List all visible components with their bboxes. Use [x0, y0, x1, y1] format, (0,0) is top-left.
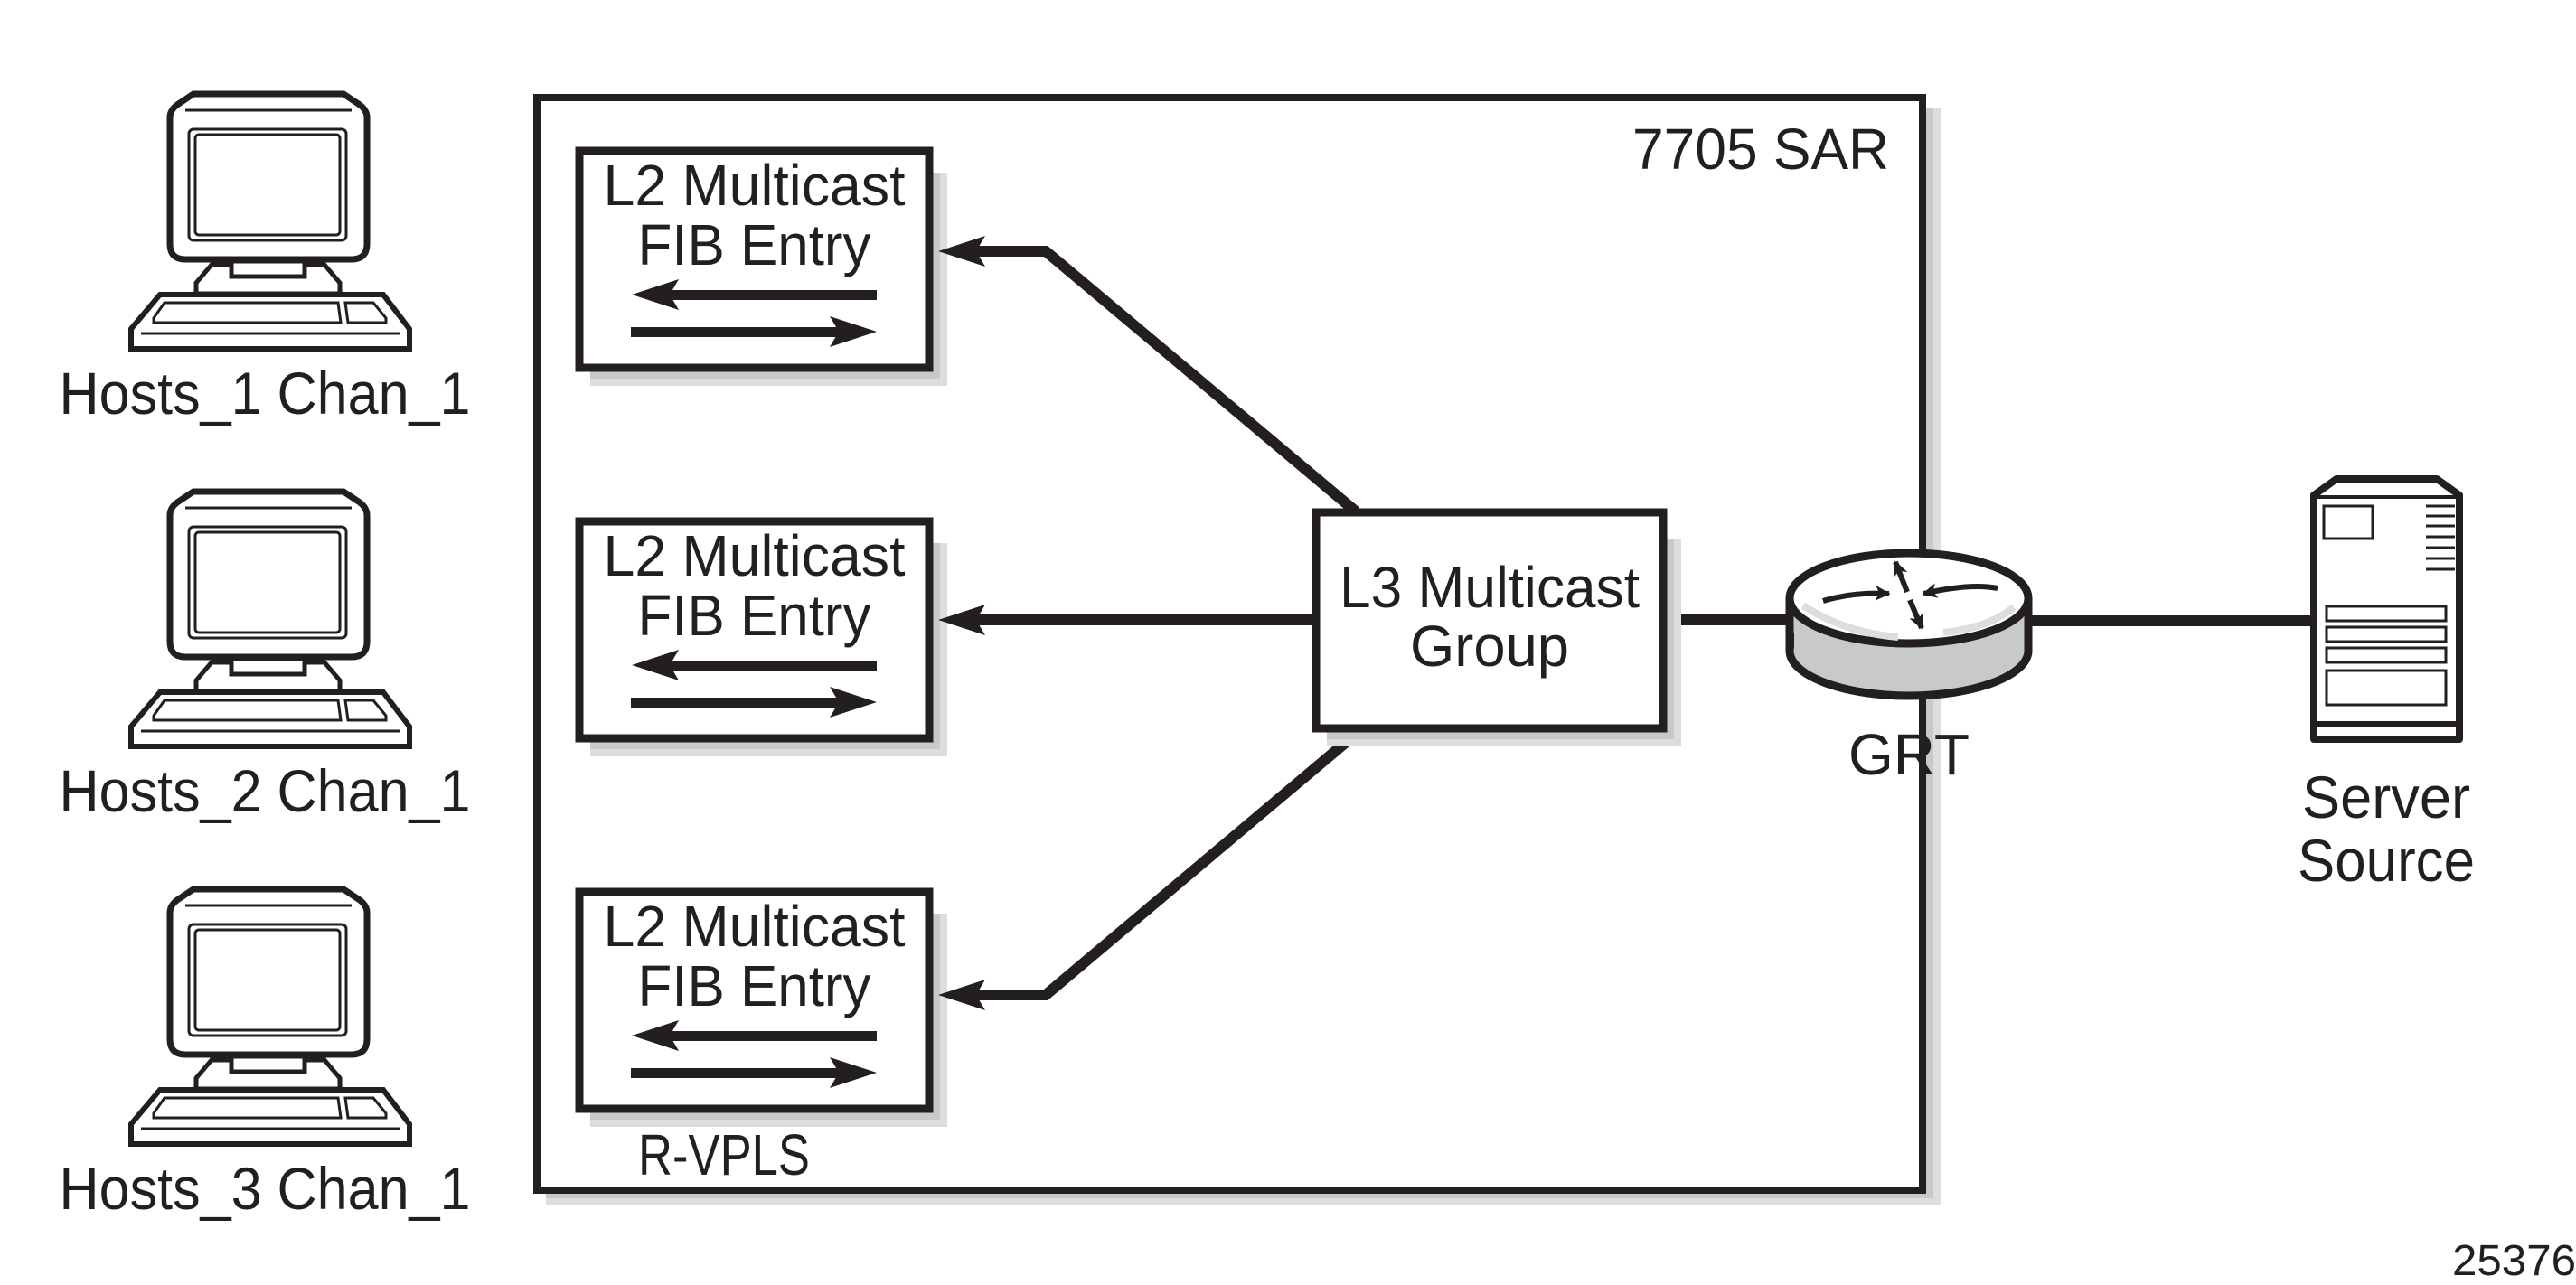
host-label: Hosts_2 Chan_1 [60, 757, 471, 824]
sar-container-label: 7705 SAR [1632, 117, 1889, 182]
bidirectional-arrows-icon [631, 650, 877, 718]
server-label-line1: Server [2302, 764, 2470, 830]
arrowhead-icon [938, 605, 985, 635]
l2-box-line1: L2 Multicast [604, 523, 906, 588]
l3-group-line2: Group [1410, 614, 1569, 679]
host: Hosts_1 Chan_1 [60, 90, 471, 427]
l2-box-line1: L2 Multicast [604, 153, 906, 218]
desktop-computer-icon [128, 886, 412, 1147]
l2-box-line2: FIB Entry [638, 583, 871, 648]
server-source: Server Source [2298, 475, 2475, 894]
l3-multicast-group: L3 Multicast Group [1312, 508, 1681, 746]
l3-group-box [1312, 508, 1668, 733]
grt-router: GRT [1785, 549, 2033, 787]
host-label: Hosts_1 Chan_1 [60, 360, 471, 427]
desktop-computer-icon [128, 90, 412, 352]
l2-box-line2: FIB Entry [638, 953, 871, 1018]
l2-box-line1: L2 Multicast [604, 894, 906, 959]
connector-l3-to-l2-1 [976, 246, 1359, 516]
router-icon [1785, 549, 2033, 700]
server-tower-icon [2310, 475, 2463, 743]
connections [938, 236, 2314, 1010]
arrowhead-icon [938, 236, 985, 267]
bidirectional-arrows-icon [631, 1020, 877, 1088]
server-label-line2: Source [2298, 827, 2475, 894]
r-vpls-label: R-VPLS [638, 1122, 810, 1187]
host: Hosts_2 Chan_1 [60, 488, 471, 824]
connector-l3-to-l2-3 [976, 726, 1364, 1000]
desktop-computer-icon [128, 488, 412, 749]
host: Hosts_3 Chan_1 [60, 886, 471, 1222]
grt-label: GRT [1848, 722, 1970, 787]
l2-box-line2: FIB Entry [638, 212, 871, 277]
figure-number: 25376 [2452, 1237, 2576, 1285]
arrowhead-icon [938, 980, 985, 1010]
bidirectional-arrows-icon [631, 279, 877, 347]
l3-group-line1: L3 Multicast [1340, 555, 1640, 620]
host-label: Hosts_3 Chan_1 [60, 1155, 471, 1222]
